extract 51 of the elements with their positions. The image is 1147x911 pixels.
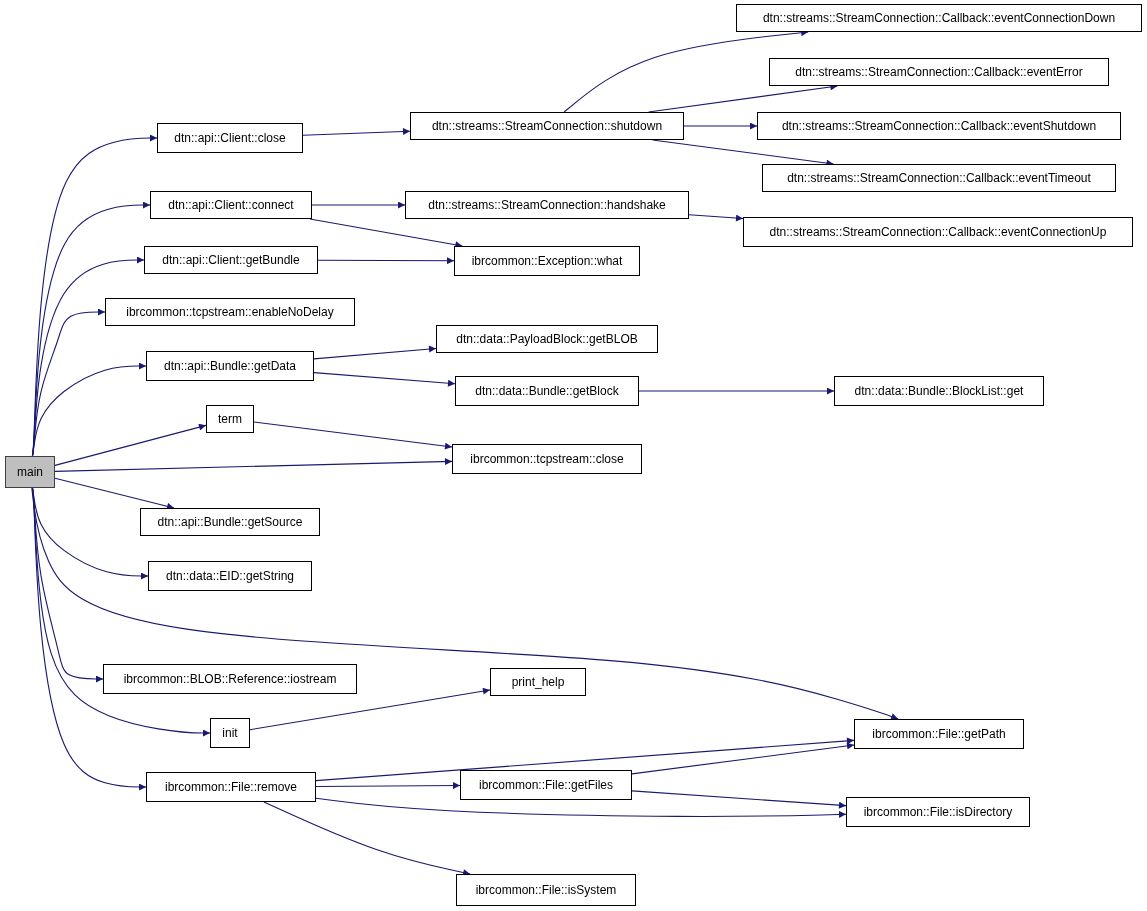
arrow xyxy=(315,782,461,790)
arrow xyxy=(302,127,411,136)
function-box: ibrcommon::File::remove xyxy=(146,772,316,802)
arrow xyxy=(311,201,406,209)
function-box: dtn::streams::StreamConnection::Callback::eventError xyxy=(769,58,1109,86)
function-box: dtn::data::Bundle::getBlock xyxy=(455,376,639,406)
root-function-box: main xyxy=(5,456,55,488)
arrow xyxy=(253,421,453,450)
arrow xyxy=(31,487,899,720)
function-box: dtn::streams::StreamConnection::Callback::eventTimeout xyxy=(762,164,1116,192)
arrow xyxy=(54,458,453,472)
function-box: dtn::data::PayloadBlock::getBLOB xyxy=(436,325,658,353)
arrow xyxy=(688,214,744,222)
function-box: ibrcommon::File::isDirectory xyxy=(846,797,1030,827)
function-box: dtn::api::Bundle::getSource xyxy=(140,508,320,536)
arrow xyxy=(313,345,437,360)
function-box: dtn::streams::StreamConnection::handshake xyxy=(405,191,689,219)
arrow xyxy=(263,801,471,876)
arrow xyxy=(31,362,147,457)
function-box: term xyxy=(206,405,254,433)
arrow xyxy=(249,687,491,731)
function-box: dtn::streams::StreamConnection::Callback::eventConnectionUp xyxy=(743,217,1133,247)
function-box: ibrcommon::Exception::what xyxy=(454,246,640,276)
arrow xyxy=(313,372,456,387)
function-box: ibrcommon::File::isSystem xyxy=(456,874,636,906)
function-box: print_help xyxy=(490,668,586,696)
function-box: dtn::api::Bundle::getData xyxy=(146,351,314,381)
arrow xyxy=(638,387,835,395)
function-box: dtn::streams::StreamConnection::Callback::eventConnectionDown xyxy=(736,4,1142,32)
function-box: dtn::data::Bundle::BlockList::get xyxy=(834,376,1044,406)
function-box: init xyxy=(210,718,250,748)
arrow xyxy=(317,257,455,265)
arrow xyxy=(54,477,175,510)
function-box: dtn::streams::StreamConnection::Callback::eventShutdown xyxy=(757,112,1121,140)
arrow xyxy=(31,487,147,791)
arrow xyxy=(631,742,855,775)
arrow xyxy=(683,122,758,130)
function-box: dtn::api::Client::close xyxy=(157,123,303,153)
function-box: ibrcommon::File::getPath xyxy=(854,719,1024,749)
arrow xyxy=(315,797,847,818)
function-box: dtn::data::EID::getString xyxy=(148,561,312,591)
function-box: ibrcommon::tcpstream::close xyxy=(452,444,642,474)
function-box: dtn::api::Client::connect xyxy=(150,191,312,219)
arrow xyxy=(54,423,207,466)
function-box: ibrcommon::tcpstream::enableNoDelay xyxy=(105,298,355,326)
function-box: ibrcommon::File::getFiles xyxy=(460,770,632,800)
function-box: dtn::streams::StreamConnection::shutdown xyxy=(410,112,684,140)
arrow xyxy=(631,790,847,809)
function-box: ibrcommon::BLOB::Reference::iostream xyxy=(103,664,357,694)
arrow xyxy=(315,737,855,782)
function-box: dtn::api::Client::getBundle xyxy=(144,246,318,274)
